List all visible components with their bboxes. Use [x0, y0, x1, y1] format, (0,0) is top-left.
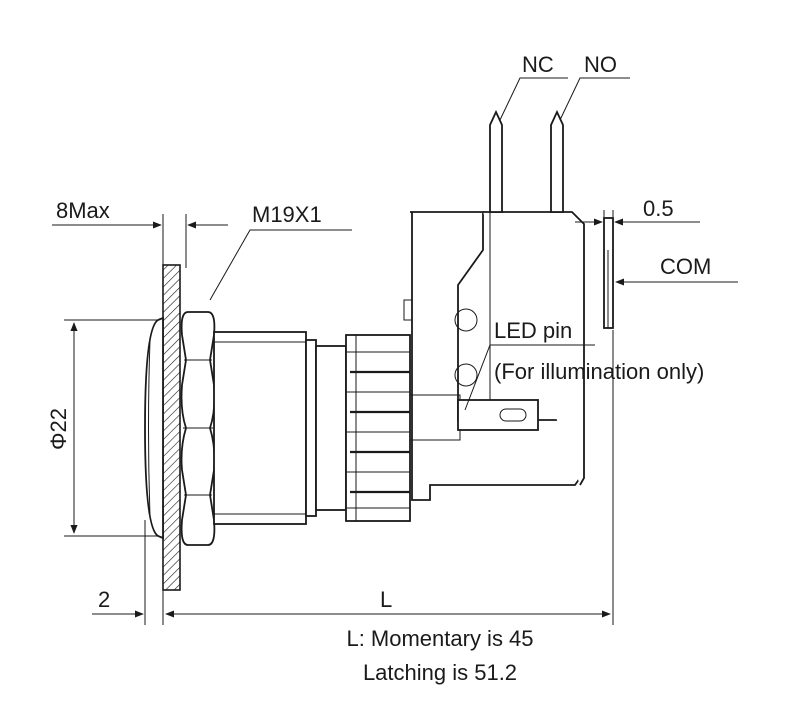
max-thickness-dimension	[52, 214, 228, 268]
note-momentary: L: Momentary is 45	[346, 626, 533, 651]
nc-leader	[499, 77, 568, 121]
length-dimension	[165, 330, 614, 625]
terminal-com	[603, 217, 614, 329]
diameter-label: Φ22	[46, 408, 71, 450]
thread-label: M19X1	[252, 202, 322, 227]
length-label: L	[380, 587, 392, 612]
gap-dimension	[575, 210, 700, 232]
button-bezel	[144, 316, 164, 540]
thread-leader	[209, 229, 352, 301]
led-pin-tab	[457, 399, 539, 431]
led-pin-note: (For illumination only)	[494, 359, 704, 384]
led-pin-leader	[464, 344, 595, 411]
com-label: COM	[660, 254, 711, 279]
ribbed-collar	[345, 334, 411, 522]
terminal-no	[550, 109, 564, 213]
max-thickness-label: 8Max	[56, 198, 110, 223]
led-pin-label: LED pin	[494, 318, 572, 343]
threaded-body	[213, 331, 347, 525]
note-latching: Latching is 51.2	[363, 660, 517, 685]
bezel-dimension	[92, 520, 164, 625]
nc-label: NC	[522, 52, 554, 77]
diameter-dimension	[64, 319, 158, 537]
hex-nut	[180, 311, 216, 546]
no-leader	[559, 77, 630, 121]
mounting-panel	[162, 264, 181, 591]
microswitch-housing	[403, 211, 585, 501]
gap-label: 0.5	[643, 196, 674, 221]
bezel-label: 2	[98, 587, 110, 612]
no-label: NO	[584, 52, 617, 77]
terminal-nc	[489, 109, 503, 213]
